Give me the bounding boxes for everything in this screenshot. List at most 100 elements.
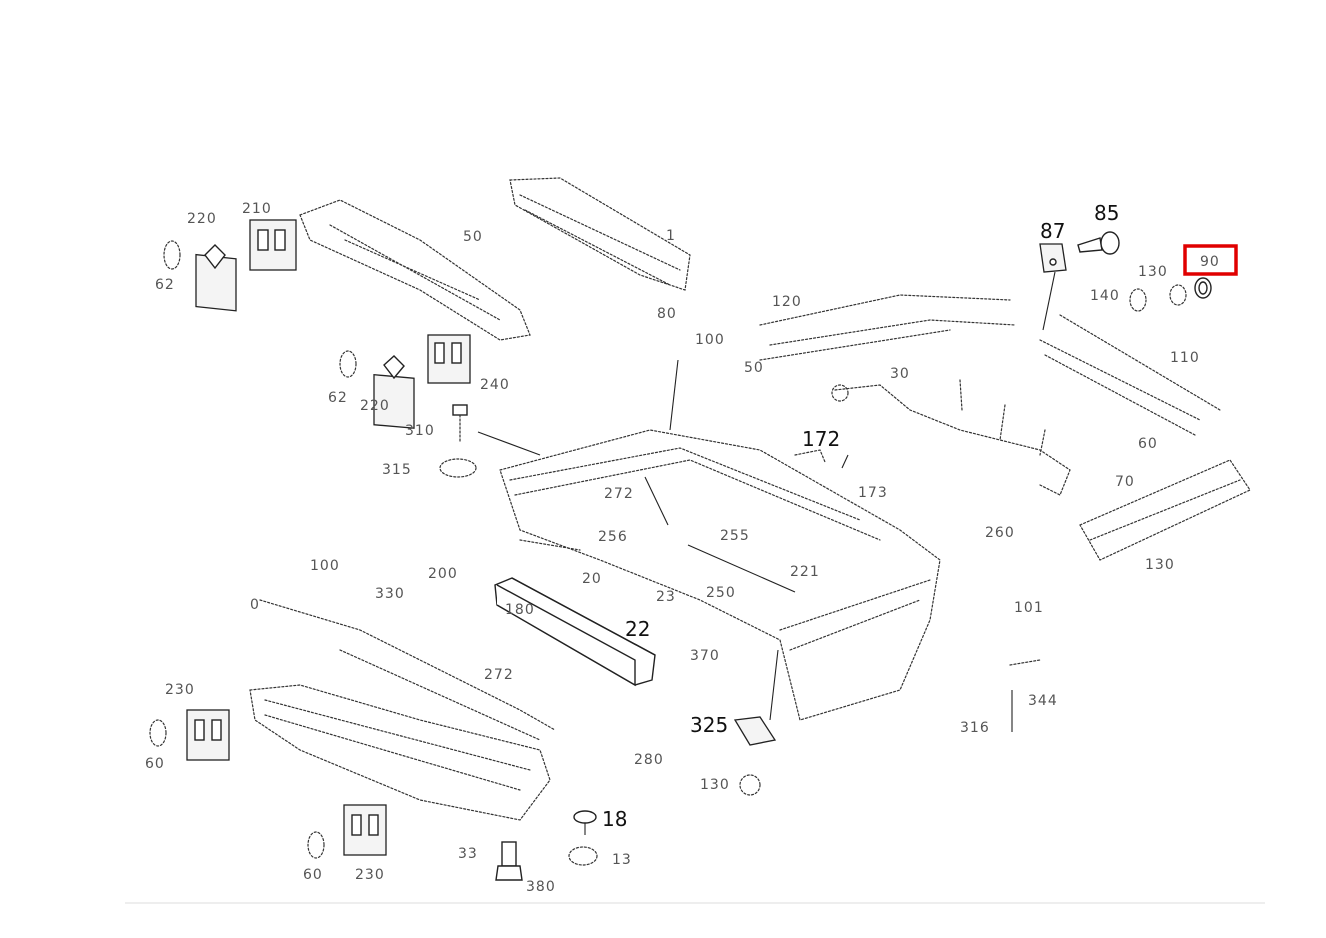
callout-330[interactable]: 330 — [375, 586, 405, 602]
callout-240[interactable]: 240 — [480, 377, 510, 393]
callout-200[interactable]: 200 — [428, 566, 458, 582]
callout-250[interactable]: 250 — [706, 585, 736, 601]
callout-13[interactable]: 13 — [612, 852, 632, 868]
callout-87[interactable]: 87 — [1040, 219, 1065, 243]
callout-20[interactable]: 20 — [582, 571, 602, 587]
callout-90-highlighted[interactable]: 90 — [1183, 244, 1238, 276]
clip-325 — [733, 649, 779, 796]
svg-text:1: 1 — [666, 228, 676, 244]
callout-22[interactable]: 22 — [625, 617, 650, 641]
callout-18[interactable]: 18 — [602, 807, 627, 831]
callout-60-b[interactable]: 60 — [145, 756, 165, 772]
callout-310[interactable]: 310 — [405, 423, 435, 439]
callout-315[interactable]: 315 — [382, 462, 412, 478]
callout-23[interactable]: 23 — [656, 589, 676, 605]
callout-labels: 85 87 90 130 140 120 110 50 80 30 — [145, 201, 1238, 895]
svg-text:210: 210 — [242, 201, 272, 217]
callout-62-b[interactable]: 62 — [328, 390, 348, 406]
middle-left-plate-assembly — [339, 334, 471, 429]
svg-text:220: 220 — [360, 398, 390, 414]
callout-130-a[interactable]: 130 — [1138, 264, 1168, 280]
callout-272-b[interactable]: 272 — [484, 667, 514, 683]
callout-230-b[interactable]: 230 — [355, 867, 385, 883]
svg-text:20: 20 — [582, 571, 602, 587]
callout-50-a[interactable]: 50 — [744, 360, 764, 376]
svg-text:22: 22 — [625, 617, 650, 641]
svg-text:100: 100 — [310, 558, 340, 574]
callout-221[interactable]: 221 — [790, 564, 820, 580]
callout-33[interactable]: 33 — [458, 846, 478, 862]
callout-50-b[interactable]: 50 — [463, 229, 483, 245]
callout-220-b[interactable]: 220 — [360, 398, 390, 414]
callout-130-c[interactable]: 130 — [700, 777, 730, 793]
svg-text:30: 30 — [890, 366, 910, 382]
callout-85[interactable]: 85 — [1094, 201, 1119, 225]
callout-260[interactable]: 260 — [985, 525, 1015, 541]
callout-60[interactable]: 60 — [1138, 436, 1158, 452]
callout-272[interactable]: 272 — [604, 486, 634, 502]
upper-left-bracket-rail — [299, 199, 531, 341]
svg-text:325: 325 — [690, 713, 728, 737]
callout-100-b[interactable]: 100 — [310, 558, 340, 574]
callout-172[interactable]: 172 — [802, 427, 840, 451]
impact-absorber — [494, 577, 656, 687]
bolts-lower — [495, 810, 598, 881]
upper-left-plate-assembly — [163, 219, 297, 312]
svg-text:380: 380 — [526, 879, 556, 895]
callout-62-a[interactable]: 62 — [155, 277, 175, 293]
callout-325[interactable]: 325 — [690, 713, 728, 737]
callout-370[interactable]: 370 — [690, 648, 720, 664]
callout-220-a[interactable]: 220 — [187, 211, 217, 227]
svg-text:110: 110 — [1170, 350, 1200, 366]
callout-110[interactable]: 110 — [1170, 350, 1200, 366]
callout-180[interactable]: 180 — [505, 602, 535, 618]
callout-256[interactable]: 256 — [598, 529, 628, 545]
svg-text:220: 220 — [187, 211, 217, 227]
svg-text:344: 344 — [1028, 693, 1058, 709]
upper-right-trim-strips — [759, 294, 1221, 436]
svg-text:50: 50 — [463, 229, 483, 245]
svg-text:172: 172 — [802, 427, 840, 451]
svg-text:18: 18 — [602, 807, 627, 831]
callout-210[interactable]: 210 — [242, 201, 272, 217]
svg-text:60: 60 — [145, 756, 165, 772]
svg-text:280: 280 — [634, 752, 664, 768]
callout-380[interactable]: 380 — [526, 879, 556, 895]
svg-text:260: 260 — [985, 525, 1015, 541]
callout-255[interactable]: 255 — [720, 528, 750, 544]
svg-text:130: 130 — [1138, 264, 1168, 280]
callout-80[interactable]: 80 — [657, 306, 677, 322]
callout-344[interactable]: 344 — [1028, 693, 1058, 709]
callout-0[interactable]: 0 — [250, 597, 260, 613]
svg-text:200: 200 — [428, 566, 458, 582]
callout-70[interactable]: 70 — [1115, 474, 1135, 490]
svg-text:101: 101 — [1014, 600, 1044, 616]
svg-text:70: 70 — [1115, 474, 1135, 490]
callout-120[interactable]: 120 — [772, 294, 802, 310]
callout-280[interactable]: 280 — [634, 752, 664, 768]
callout-100-a[interactable]: 100 — [695, 332, 725, 348]
callout-230-a[interactable]: 230 — [165, 682, 195, 698]
callout-60-c[interactable]: 60 — [303, 867, 323, 883]
svg-text:240: 240 — [480, 377, 510, 393]
svg-text:85: 85 — [1094, 201, 1119, 225]
callout-140[interactable]: 140 — [1090, 288, 1120, 304]
svg-text:87: 87 — [1040, 219, 1065, 243]
svg-text:0: 0 — [250, 597, 260, 613]
svg-text:62: 62 — [328, 390, 348, 406]
svg-text:256: 256 — [598, 529, 628, 545]
svg-text:180: 180 — [505, 602, 535, 618]
svg-text:90: 90 — [1200, 254, 1220, 270]
callout-316[interactable]: 316 — [960, 720, 990, 736]
svg-text:80: 80 — [657, 306, 677, 322]
bumper-cover — [499, 429, 941, 721]
callout-30[interactable]: 30 — [890, 366, 910, 382]
callout-130-b[interactable]: 130 — [1145, 557, 1175, 573]
part-drawings — [125, 177, 1265, 904]
svg-text:130: 130 — [700, 777, 730, 793]
callout-101[interactable]: 101 — [1014, 600, 1044, 616]
svg-text:255: 255 — [720, 528, 750, 544]
callout-173[interactable]: 173 — [858, 485, 888, 501]
callout-1[interactable]: 1 — [666, 228, 676, 244]
